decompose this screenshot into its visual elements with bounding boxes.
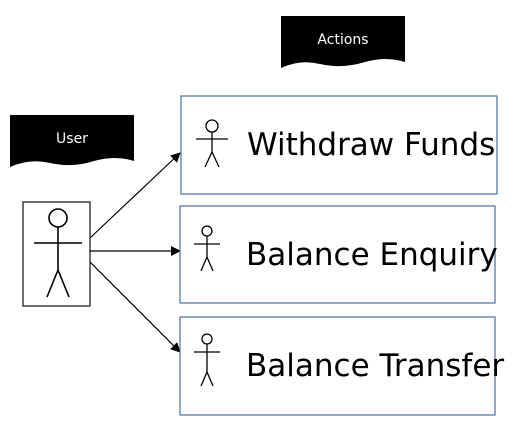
action-box-enquiry: Balance Enquiry	[179, 205, 498, 304]
actor-icon	[194, 333, 220, 387]
actions-tag: Actions	[281, 16, 405, 68]
actor-icon	[196, 119, 228, 168]
actions-tag-label: Actions	[317, 32, 368, 48]
actor-icon	[194, 225, 220, 272]
action-box-transfer: Balance Transfer	[179, 316, 504, 416]
arrow-to-withdraw	[89, 152, 181, 239]
action-label-enquiry: Balance Enquiry	[246, 237, 498, 273]
action-box-withdraw: Withdraw Funds	[180, 95, 498, 195]
arrow-to-transfer	[89, 261, 181, 353]
action-label-transfer: Balance Transfer	[246, 348, 504, 384]
action-label-withdraw: Withdraw Funds	[247, 127, 495, 163]
user-actor-box	[22, 201, 91, 307]
user-tag-label: User	[56, 131, 88, 147]
user-tag: User	[10, 115, 134, 167]
user-stick-figure-icon	[34, 208, 82, 298]
arrows	[89, 152, 181, 353]
